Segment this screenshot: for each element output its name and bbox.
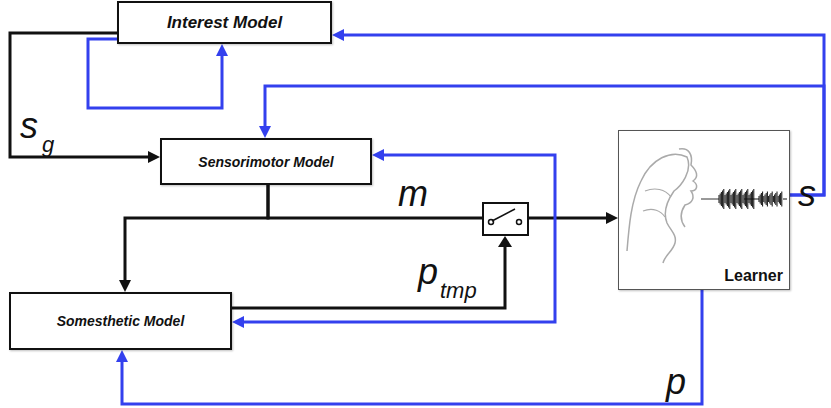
connector (88, 39, 228, 108)
node-title: Somesthetic Model (57, 313, 185, 329)
switch-contact (517, 220, 522, 225)
signal-subscript: g (42, 134, 54, 156)
arrow-head (498, 236, 512, 247)
process-box: Interest Model (117, 1, 332, 44)
connector (268, 185, 618, 224)
switch-symbol (483, 203, 528, 235)
signal-name: p (418, 254, 438, 290)
arrow-head (259, 126, 271, 138)
connector-line (10, 33, 152, 157)
arrow-head (119, 280, 131, 292)
connector (10, 33, 160, 163)
process-box: Somesthetic Model (9, 292, 232, 350)
arrow-head (216, 44, 228, 56)
signal-name: s (20, 108, 38, 144)
vocal-tract-illustration (619, 131, 789, 289)
connector-line (125, 185, 268, 284)
learner-box: Learner (618, 130, 790, 290)
arrow-head (606, 212, 618, 224)
arrow-head (372, 149, 384, 161)
signal-name: p (666, 364, 686, 400)
arrow-head (116, 350, 128, 362)
signal-name: m (398, 176, 428, 212)
control-wire (232, 246, 505, 308)
switch-blade (492, 209, 515, 221)
connector-line (88, 39, 222, 108)
arrow-head (332, 29, 344, 41)
process-box: Sensorimotor Model (160, 138, 372, 185)
node-title: Interest Model (167, 13, 282, 33)
arrow-head (148, 151, 160, 163)
arrow-head (232, 316, 244, 328)
node-title: Learner (724, 267, 783, 285)
signal-subscript: tmp (440, 280, 477, 302)
connector-line (268, 185, 610, 218)
node-title: Sensorimotor Model (198, 154, 333, 170)
signal-name: s (798, 176, 816, 212)
connector (119, 185, 268, 292)
